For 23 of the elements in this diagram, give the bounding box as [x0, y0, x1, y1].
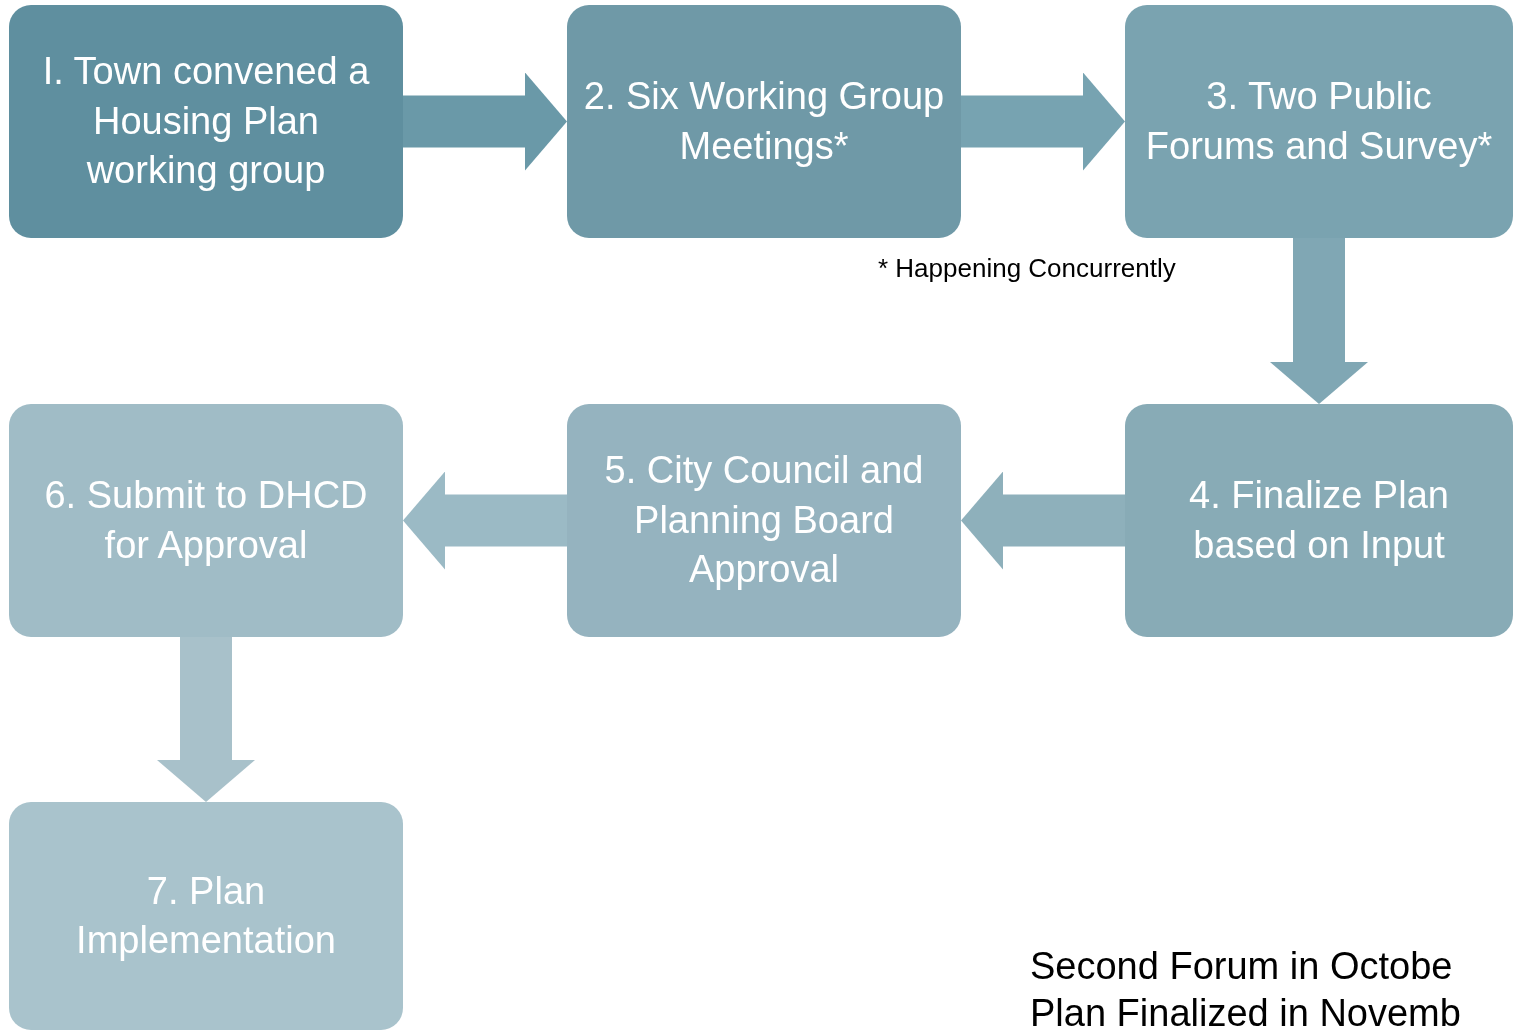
process-box	[9, 404, 403, 637]
block-arrow	[403, 72, 567, 171]
step-text: I. Town convened a Housing Plan working group	[41, 49, 371, 194]
process-box	[9, 802, 403, 1030]
process-box	[567, 5, 961, 238]
block-arrow	[403, 471, 567, 570]
process-box	[9, 5, 403, 238]
footnote: * Happening Concurrently	[878, 253, 1176, 284]
step-text: 2. Six Working Group Meetings*	[582, 74, 946, 169]
block-arrow	[961, 72, 1125, 171]
block-arrow	[1270, 238, 1368, 404]
note-text: Plan Finalized in Novemb	[1030, 992, 1461, 1033]
step-text: 6. Submit to DHCD for Approval	[43, 473, 369, 568]
process-box	[1125, 5, 1513, 238]
step-text: 4. Finalize Plan based on Input	[1188, 473, 1450, 568]
note-text: Second Forum in Octobe	[1030, 945, 1453, 988]
step-text: 7. Plan Implementation	[75, 868, 337, 963]
step-text: 5. City Council and Planning Board Approval	[603, 448, 925, 593]
block-arrow	[961, 471, 1125, 570]
process-box	[567, 404, 961, 637]
process-box	[1125, 404, 1513, 637]
step-text: 3. Two Public Forums and Survey*	[1144, 74, 1494, 169]
block-arrow	[157, 637, 255, 802]
